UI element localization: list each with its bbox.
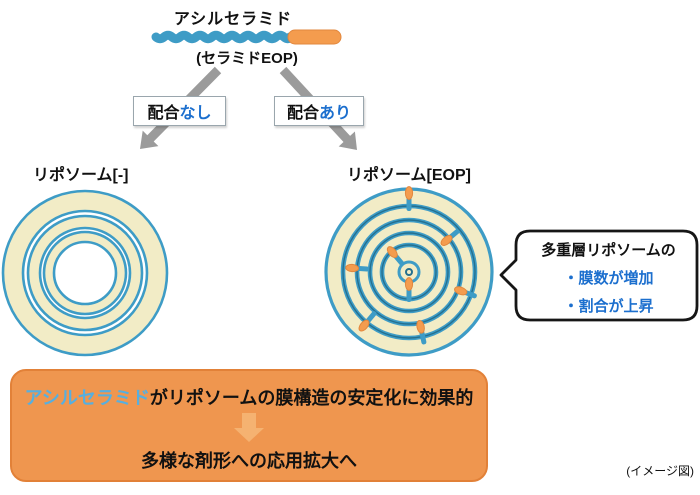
conclusion-line2: 多様な剤形への応用拡大へ (141, 451, 357, 471)
conclusion-rest: がリポソームの膜構造の安定化に効果的 (149, 388, 474, 408)
embedded-acylceramide-icon (404, 186, 414, 211)
label-without-blend-prefix: 配合 (147, 105, 180, 122)
label-with-blend: 配合あり (274, 96, 364, 126)
embedded-acylceramide-icon (404, 277, 414, 302)
callout-bullet-ratio: ・割合が上昇 (563, 298, 654, 315)
page-title: アシルセラミド (173, 11, 293, 28)
callout-bullet-membranes: ・膜数が増加 (563, 270, 654, 287)
label-with-blend-value: あり (319, 105, 352, 122)
embedded-acylceramide-icon (416, 319, 427, 345)
label-without-blend: 配合なし (133, 96, 226, 126)
embedded-acylceramide-icon (386, 246, 405, 266)
embedded-acylceramide-icon (358, 311, 377, 332)
ceramide-tail-icon (151, 30, 295, 44)
embedded-acylceramide-icon (440, 229, 460, 246)
callout-bubble (499, 229, 699, 322)
conclusion-line1: アシルセラミドがリポソームの膜構造の安定化に効果的 (12, 384, 486, 410)
label-with-blend-prefix: 配合 (286, 105, 319, 122)
ceramide-head-icon (287, 29, 342, 45)
conclusion-box: アシルセラミドがリポソームの膜構造の安定化に効果的 多様な剤形への応用拡大へ (10, 369, 488, 482)
conclusion-highlight: アシルセラミド (24, 388, 150, 408)
label-without-blend-value: なし (179, 105, 212, 122)
embedded-acylceramide-icon (454, 286, 477, 299)
down-arrow-icon (234, 413, 264, 443)
subtitle: (セラミドEOP) (196, 50, 298, 67)
image-note: (イメージ図) (626, 464, 694, 478)
liposome-left-label: リポソーム[-] (33, 167, 129, 184)
liposome-with-acylceramide (324, 186, 494, 357)
callout-title: 多重層リポソームの (541, 242, 676, 259)
liposome-without-acylceramide (1, 189, 169, 357)
embedded-acylceramide-icon (345, 263, 370, 273)
liposome-right-label: リポソーム[EOP] (347, 167, 471, 184)
